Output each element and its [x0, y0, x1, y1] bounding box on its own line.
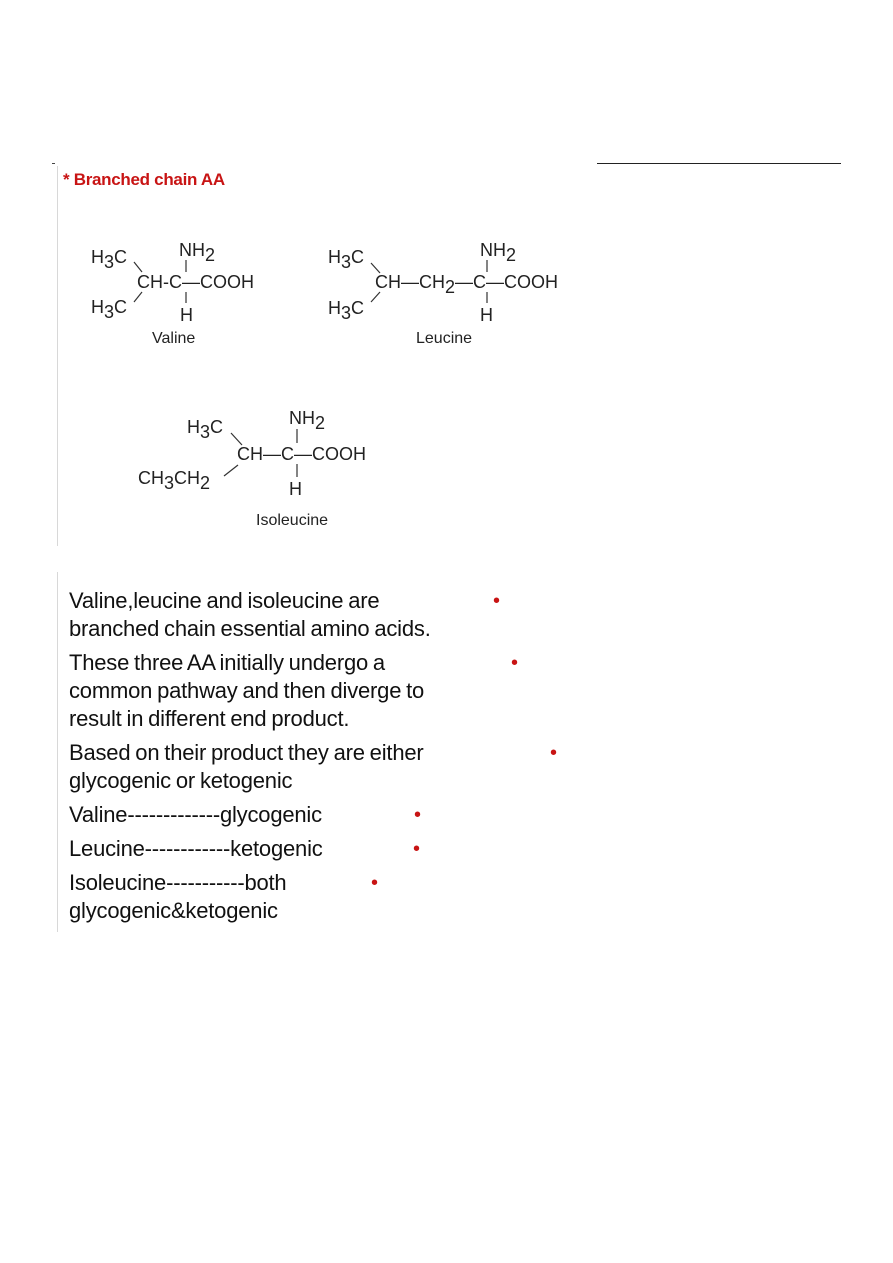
isoleucine-nh2: NH2: [289, 408, 325, 433]
bullet-line: These three AA initially undergo a: [69, 650, 385, 675]
bullet-line: result in different end product.: [69, 706, 350, 731]
bullet-item: Isoleucine-----------both glycogenic&ket…: [69, 869, 589, 925]
leucine-backbone: CH—CH2—C—COOH: [375, 272, 558, 297]
bullet-line: branched chain essential amino acids.: [69, 616, 431, 641]
bullet-line: common pathway and then diverge to: [69, 678, 425, 703]
isoleucine-h3c: H3C: [187, 417, 223, 442]
leucine-label: Leucine: [416, 330, 472, 347]
bullet-marker: •: [493, 590, 501, 612]
bullet-list: Valine,leucine and isoleucine are branch…: [69, 587, 589, 931]
bullet-item: Based on their product they are either g…: [69, 739, 589, 795]
bullet-marker: •: [511, 652, 519, 674]
valine-h: H: [180, 305, 193, 325]
leucine-h: H: [480, 305, 493, 325]
valine-backbone: CH-C—COOH: [137, 272, 254, 292]
bullet-line: glycogenic or ketogenic: [69, 768, 293, 793]
bullet-line: Isoleucine-----------both: [69, 870, 287, 895]
valine-h3c-top: H3C: [91, 247, 127, 272]
leucine-bond-lower: [370, 291, 381, 303]
valine-h3c-bottom: H3C: [91, 297, 127, 322]
leucine-nh2: NH2: [480, 240, 516, 265]
top-rule-left: [52, 163, 55, 164]
leucine-h3c-bottom: H3C: [328, 298, 364, 323]
top-rule-right: [597, 163, 841, 164]
isoleucine-structure: H3C NH2 CH—C—COOH CH3CH2 H Isoleucine: [138, 408, 366, 529]
valine-label: Valine: [152, 330, 195, 347]
bullet-marker: •: [414, 804, 422, 826]
section-heading: * Branched chain AA: [63, 170, 225, 189]
isoleucine-ethyl: CH3CH2: [138, 468, 210, 493]
bullet-marker: •: [413, 838, 421, 860]
valine-bond-upper: [133, 261, 143, 273]
leucine-h3c-top: H3C: [328, 247, 364, 272]
bullet-line: Leucine------------ketogenic: [69, 836, 323, 861]
isoleucine-bond-upper: [230, 432, 243, 446]
bullet-item: These three AA initially undergo a commo…: [69, 649, 589, 733]
isoleucine-label: Isoleucine: [256, 512, 328, 529]
bullet-line: Valine,leucine and isoleucine are: [69, 588, 380, 613]
image-left-edge: [57, 166, 58, 546]
bullet-marker: •: [371, 872, 379, 894]
valine-nh2: NH2: [179, 240, 215, 265]
text-left-edge: [57, 572, 58, 932]
bullet-item: Valine-------------glycogenic •: [69, 801, 589, 829]
leucine-structure: H3C NH2 CH—CH2—C—COOH H3C H Leucine: [328, 240, 558, 347]
valine-structure: H3C NH2 CH-C—COOH H3C H Valine: [91, 240, 254, 347]
isoleucine-bond-lower: [223, 464, 239, 477]
bullet-line: Based on their product they are either: [69, 740, 424, 765]
bullet-marker: •: [550, 742, 558, 764]
bullet-item: Valine,leucine and isoleucine are branch…: [69, 587, 589, 643]
isoleucine-backbone: CH—C—COOH: [237, 444, 366, 464]
bullet-line: Valine-------------glycogenic: [69, 802, 322, 827]
isoleucine-h: H: [289, 479, 302, 499]
bullet-item: Leucine------------ketogenic •: [69, 835, 589, 863]
valine-bond-lower: [133, 291, 143, 303]
bullet-line: glycogenic&ketogenic: [69, 898, 278, 923]
leucine-bond-upper: [370, 262, 381, 274]
